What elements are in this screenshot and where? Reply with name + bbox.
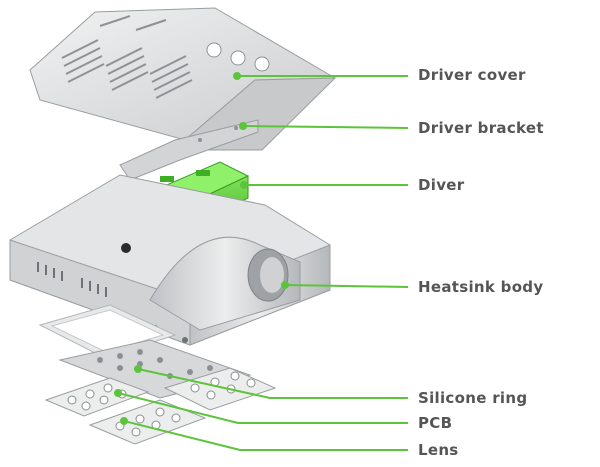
leader-silicone-ring (137, 368, 408, 399)
label-lens: Lens (418, 441, 459, 459)
heatsink-body-part (9, 174, 331, 346)
lens-part (44, 367, 277, 445)
label-pcb: PCB (418, 414, 453, 432)
leader-heatsink-body (284, 284, 409, 288)
leader-dots (114, 72, 289, 425)
driver-cover-part (29, 7, 337, 151)
cover-vent-slots (61, 15, 193, 99)
label-silicone-ring: Silicone ring (418, 389, 528, 407)
label-driver-bracket: Driver bracket (418, 119, 544, 137)
leader-pcb (117, 392, 408, 424)
label-diver: Diver (418, 176, 465, 194)
leader-lines (117, 75, 409, 451)
leader-lens (123, 420, 408, 451)
label-heatsink-body: Heatsink body (418, 278, 544, 296)
leader-driver-bracket (242, 125, 409, 129)
label-driver-cover: Driver cover (418, 66, 526, 84)
heatsink-vent-slots (37, 262, 107, 297)
